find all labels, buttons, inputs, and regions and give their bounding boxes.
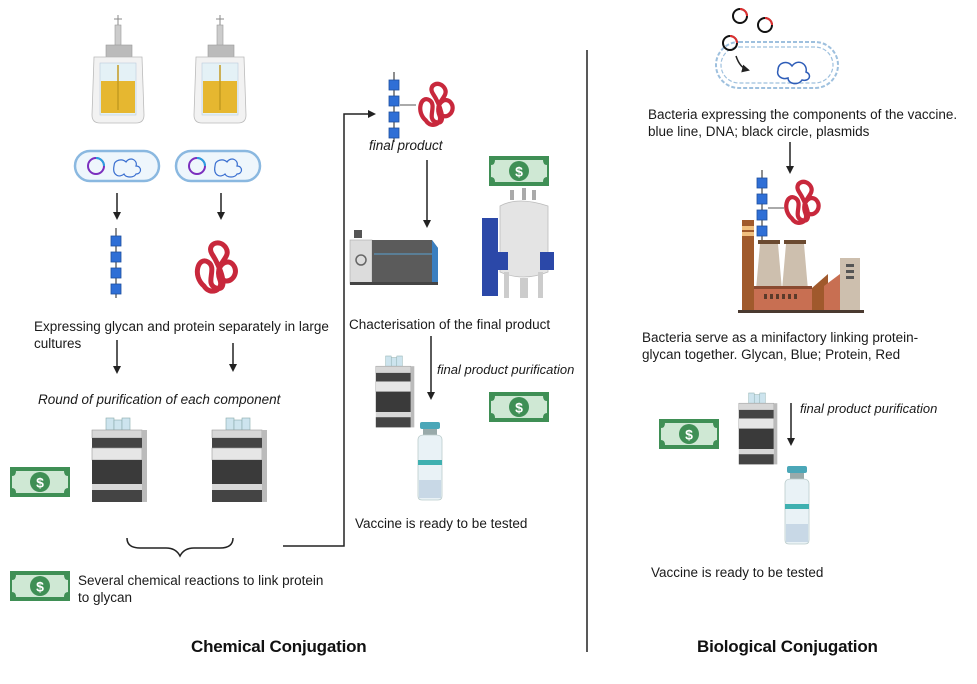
vaccine-vial-icon-bio	[784, 465, 810, 545]
bacterium-with-plasmids-icon	[715, 8, 839, 89]
final-purification-text-chemical: final product purification	[437, 362, 575, 377]
final-product-label: final product	[369, 138, 443, 153]
chemical-conjugation-title: Chemical Conjugation	[191, 637, 367, 656]
step-reactions-text: Several chemical reactions to link prote…	[78, 573, 324, 605]
minifactory-caption: Bacteria serve as a minifactory linking …	[642, 330, 919, 362]
step-expressing-text: Expressing glycan and protein separately…	[34, 319, 329, 351]
plasmid-icon	[722, 8, 773, 51]
nmr-magnet-icon	[482, 188, 554, 298]
mass-spectrometer-icon	[349, 230, 438, 285]
biological-conjugation-title: Biological Conjugation	[697, 637, 878, 656]
vaccine-ready-text-chemical: Vaccine is ready to be tested	[355, 516, 528, 531]
final-purification-text-bio: final product purification	[800, 401, 938, 416]
vaccine-ready-text-bio: Vaccine is ready to be tested	[651, 565, 824, 580]
characterisation-text: Chacterisation of the final product	[349, 317, 551, 332]
step-purification-text: Round of purification of each component	[38, 392, 281, 407]
factory-icon	[738, 220, 864, 313]
bacteria-caption: Bacteria expressing the components of th…	[648, 107, 958, 139]
